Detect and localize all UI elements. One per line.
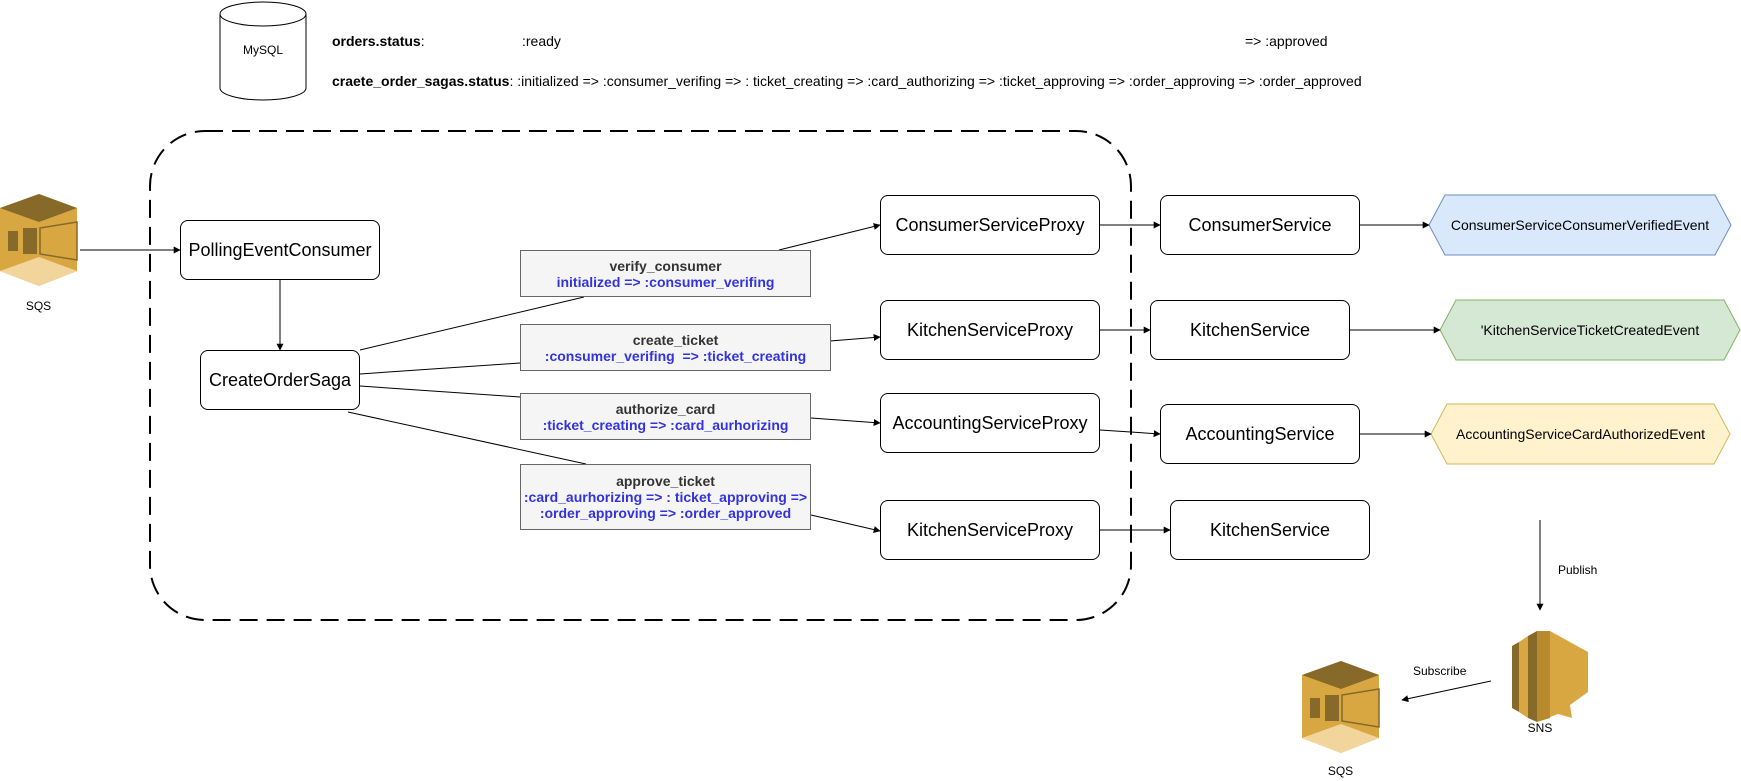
polling-event-consumer: PollingEventConsumer <box>180 220 380 280</box>
step-name: verify_consumer <box>609 257 722 274</box>
event-ticket-created: 'KitchenServiceTicketCreatedEvent <box>1480 322 1700 338</box>
sqs-output-label: SQS <box>1327 764 1354 778</box>
step-transition: :ticket_creating => :card_aurhorizing <box>542 416 789 433</box>
subscribe-label: Subscribe <box>1413 664 1467 678</box>
sqs-output-icon <box>1302 661 1380 753</box>
orders-status-separator: : <box>420 33 425 49</box>
sqs-label: SQS <box>25 299 52 313</box>
kitchen-service: KitchenService <box>1150 300 1350 360</box>
mysql-database-icon <box>219 1 307 101</box>
orders-status-approved: => :approved <box>1245 33 1328 49</box>
sagas-status-value: : :initialized => :consumer_verifing => … <box>509 73 1362 89</box>
step-transition: :consumer_verifing => :ticket_creating <box>544 347 807 364</box>
kitchen-service-proxy-approve: KitchenServiceProxy <box>880 500 1100 560</box>
connectors <box>80 221 1544 703</box>
step-transition: :card_aurhorizing => : ticket_approving … <box>523 489 808 505</box>
step-verify-consumer: verify_consumer initialized => :consumer… <box>520 250 811 297</box>
orders-status-line: orders.status: <box>332 33 425 49</box>
saga-boundary <box>149 130 1132 621</box>
step-approve-ticket: approve_ticket :card_aurhorizing => : ti… <box>520 464 811 530</box>
kitchen-service-approve: KitchenService <box>1170 500 1370 560</box>
accounting-service-proxy: AccountingServiceProxy <box>880 393 1100 453</box>
accounting-service: AccountingService <box>1160 404 1360 464</box>
consumer-service-proxy: ConsumerServiceProxy <box>880 195 1100 255</box>
step-name: approve_ticket <box>616 473 715 489</box>
step-name: authorize_card <box>615 400 716 417</box>
step-transition: :order_approving => :order_approved <box>539 505 792 521</box>
mysql-label: MySQL <box>242 43 283 57</box>
event-consumer-verified: ConsumerServiceConsumerVerifiedEvent <box>1450 217 1710 233</box>
sagas-status-key: craete_order_sagas.status <box>332 73 510 89</box>
sqs-icon <box>0 194 78 286</box>
step-create-ticket: create_ticket :consumer_verifing => :tic… <box>520 324 831 371</box>
sns-icon <box>1512 631 1588 722</box>
create-order-saga: CreateOrderSaga <box>200 350 360 410</box>
event-card-authorized: AccountingServiceCardAuthorizedEvent <box>1455 426 1706 442</box>
consumer-service: ConsumerService <box>1160 195 1360 255</box>
sagas-status-line: craete_order_sagas.status: :initialized … <box>332 73 1362 89</box>
step-authorize-card: authorize_card :ticket_creating => :card… <box>520 393 811 440</box>
orders-status-key: orders.status <box>332 33 421 49</box>
kitchen-service-proxy: KitchenServiceProxy <box>880 300 1100 360</box>
step-transition: initialized => :consumer_verifing <box>556 273 775 290</box>
publish-label: Publish <box>1558 563 1598 577</box>
orders-status-ready: :ready <box>522 33 561 49</box>
sns-label: SNS <box>1527 721 1553 735</box>
step-name: create_ticket <box>632 331 719 348</box>
